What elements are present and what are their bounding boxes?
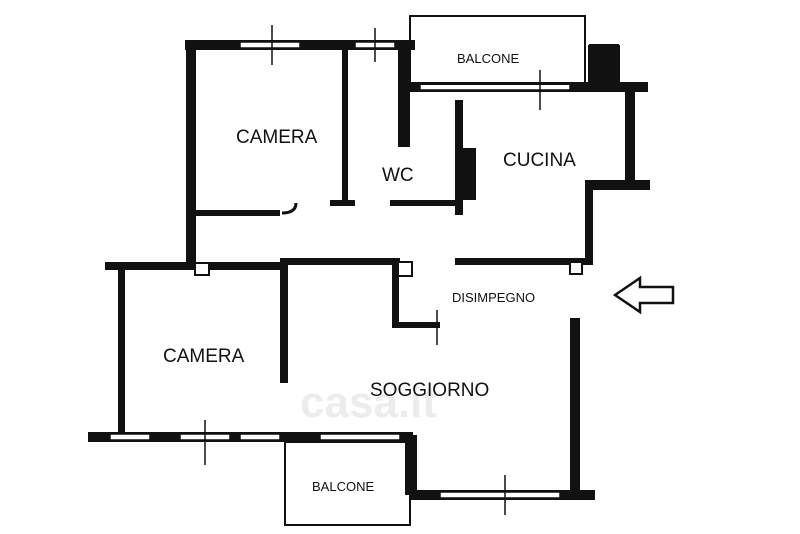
room-label-disimpegno: DISIMPEGNO [452, 290, 536, 305]
room-label-wc: WC [382, 165, 414, 186]
walls [88, 40, 650, 500]
room-label-camera-top: CAMERA [236, 127, 318, 148]
balconies [284, 15, 586, 526]
room-label-soggiorno: SOGGIORNO [370, 380, 490, 401]
room-label-balcone-top: BALCONE [457, 51, 520, 66]
windows [109, 25, 571, 515]
watermark: casa.it [300, 378, 437, 427]
room-label-balcone-bottom: BALCONE [312, 479, 375, 494]
arrow-left-icon [612, 275, 675, 315]
room-label-cucina: CUCINA [503, 150, 576, 171]
room-label-camera-left: CAMERA [163, 346, 245, 367]
door-arc [281, 202, 298, 215]
